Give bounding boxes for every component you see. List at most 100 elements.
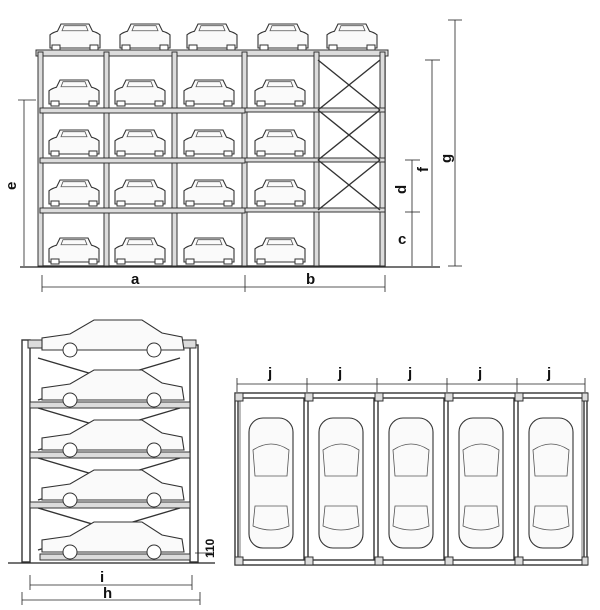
car-windshield [269,25,297,32]
post-base [374,556,384,566]
car-top [458,417,504,549]
car-rear-window [252,505,290,531]
parking-bay [377,397,445,561]
wheel [146,342,162,358]
wheel [62,492,78,508]
car-rear-window [462,505,500,531]
wheel [294,150,304,157]
dimension-label-f: f [415,166,432,172]
parking-deck [39,207,246,214]
side-deck [29,501,191,509]
car-windshield [198,25,226,32]
dimension-label-110: 110 [203,538,217,558]
brace [317,159,381,211]
dimension-label-j: j [477,365,482,382]
car-windshield [195,81,223,88]
wheel [256,100,266,107]
car-top [388,417,434,549]
car-front [48,237,100,263]
dimension-label-d: d [393,185,410,194]
car-roof [252,443,290,477]
car-windshield [266,181,294,188]
post-base [581,556,589,566]
wheel [146,492,162,508]
car-front [254,129,306,155]
lift-deck [244,157,386,163]
car-windshield [60,131,88,138]
car-windshield [126,131,154,138]
wheel [223,200,233,207]
post-base [234,556,244,566]
car-windshield [195,239,223,246]
dimension-label-h: h [103,585,112,602]
wheel [146,392,162,408]
parking-deck [39,107,246,114]
parking-bay [307,397,375,561]
wheel [116,150,126,157]
car-windshield [126,181,154,188]
wheel [159,44,169,51]
car-roof [462,443,500,477]
car-side [41,369,185,401]
lift-deck [244,207,386,213]
car-front [186,23,238,49]
car-side [41,521,185,553]
dimension-label-i: i [100,569,104,586]
dimension-label-e: e [3,182,20,190]
car-front [254,179,306,205]
wheel [185,258,195,265]
side-elevation-view: i h 110 [8,319,217,605]
wheel [185,150,195,157]
dimension-label-g: g [438,154,455,163]
car-side [41,419,185,451]
post-base [374,392,384,402]
car-windshield [338,25,366,32]
car-roof [532,443,570,477]
post-base [581,392,589,402]
dimension-label-c: c [398,231,406,248]
post-base [304,392,314,402]
car-front [48,129,100,155]
wheel [62,392,78,408]
wheel [223,258,233,265]
car-side [41,319,185,351]
car-front [114,129,166,155]
wheel [50,200,60,207]
ground-platform [39,553,191,561]
wheel [50,150,60,157]
wheel [88,100,98,107]
wheel [154,200,164,207]
car-rear-window [322,505,360,531]
car-front [257,23,309,49]
side-deck [29,451,191,459]
post-base [514,392,524,402]
wheel [62,342,78,358]
car-front [254,79,306,105]
car-front [254,237,306,263]
wheel [88,150,98,157]
wheel [62,442,78,458]
wheel [62,544,78,560]
car-front [119,23,171,49]
car-windshield [126,81,154,88]
wheel [185,200,195,207]
car-front [114,179,166,205]
wheel [223,100,233,107]
dimension-label-j: j [337,365,342,382]
car-rear-window [532,505,570,531]
car-front [114,237,166,263]
post-base [514,556,524,566]
car-front [183,179,235,205]
wheel [116,100,126,107]
car-rear-window [392,505,430,531]
car-roof [322,443,360,477]
wheel [88,258,98,265]
wheel [146,544,162,560]
parking-bay [517,397,585,561]
car-front [49,23,101,49]
parking-bay [447,397,515,561]
wheel [154,150,164,157]
wheel [256,258,266,265]
car-windshield [60,81,88,88]
dimension-label-j: j [407,365,412,382]
